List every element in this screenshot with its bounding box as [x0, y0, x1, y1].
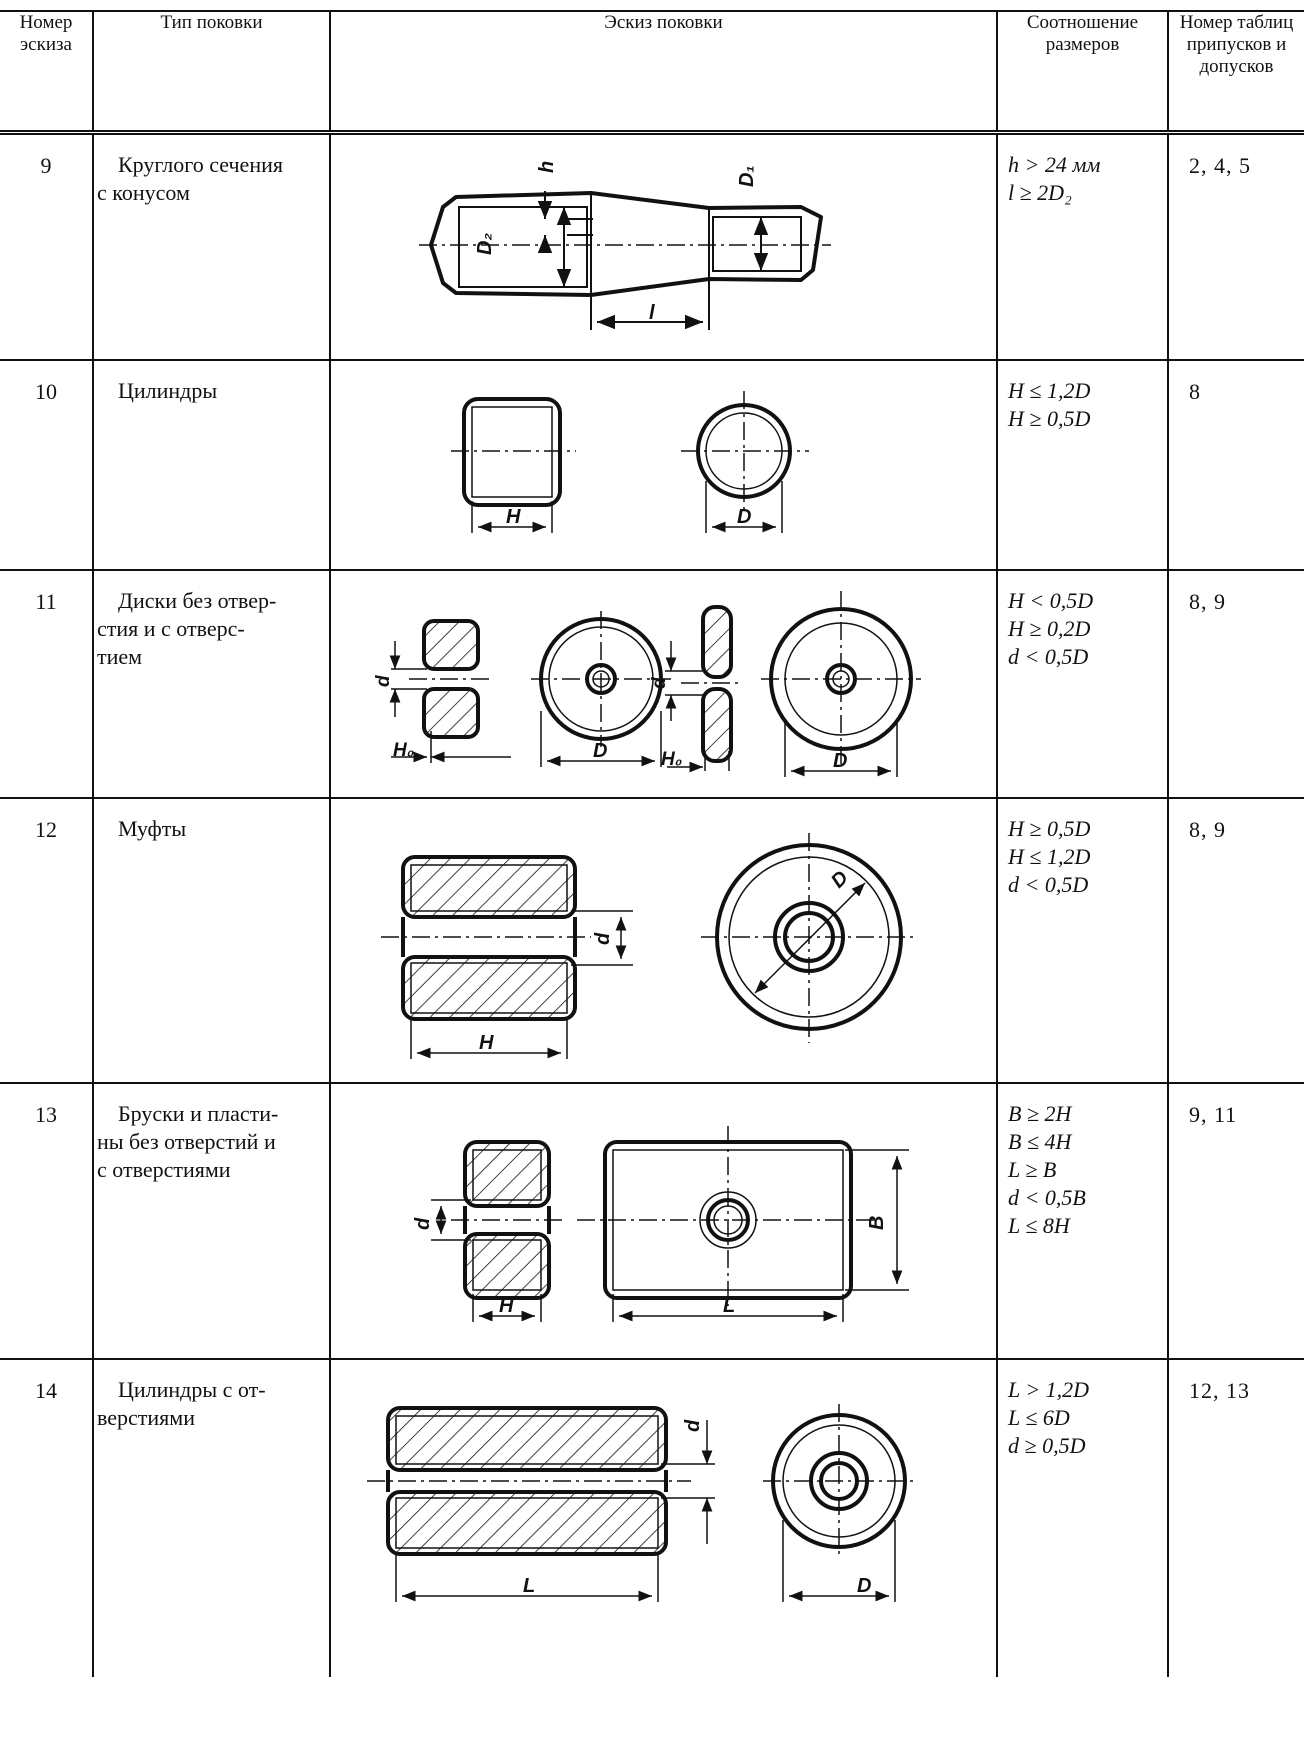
label-L: L — [723, 1295, 735, 1317]
type-line: стия и с отверс- — [97, 616, 245, 641]
table-row: 14 Цилиндры с от- верстиями — [0, 1359, 1304, 1677]
label-h: h — [536, 161, 558, 173]
forging-type: Круглого сечения с конусом — [92, 132, 330, 360]
type-line: с отверстиями — [97, 1157, 231, 1182]
size-ratio: L > 1,2D L ≤ 6D d ≥ 0,5D — [996, 1359, 1168, 1677]
header-table-numbers: Номер таблиц припусков и допусков — [1167, 10, 1304, 135]
size-ratio: h > 24 мм l ≥ 2D₂ — [996, 132, 1168, 360]
label-B: B — [866, 1216, 888, 1230]
row-number: 13 — [35, 1102, 57, 1127]
label-d: d — [592, 932, 614, 945]
header-sketch: Эскиз поковки — [329, 10, 997, 135]
forging-type: Цилиндры — [92, 360, 330, 570]
row-number: 14 — [35, 1378, 57, 1403]
forging-type: Муфты — [92, 798, 330, 1083]
row-number: 9 — [40, 153, 52, 178]
label-L: L — [523, 1575, 535, 1597]
label-H: H — [499, 1295, 514, 1317]
type-line: ны без отверстий и — [97, 1129, 276, 1154]
table-numbers: 2, 4, 5 — [1167, 132, 1304, 360]
table-numbers: 12, 13 — [1167, 1359, 1304, 1677]
label-D: D — [857, 1575, 871, 1597]
size-ratio: H < 0,5D H ≥ 0,2D d < 0,5D — [996, 570, 1168, 798]
type-line: Муфты — [118, 816, 187, 841]
header-forging-type: Тип поковки — [92, 10, 330, 135]
label-H: H — [506, 506, 521, 528]
size-ratio: B ≥ 2H B ≤ 4H L ≥ B d < 0,5B L ≤ 8H — [996, 1083, 1168, 1359]
sketch-bars-plates: d H B L — [412, 1126, 909, 1322]
label-d1: D₁ — [736, 166, 758, 187]
table-numbers: 8 — [1167, 360, 1304, 570]
table-row: 13 Бруски и пласти- ны без отверстий и с… — [0, 1083, 1304, 1359]
label-d: d — [682, 1419, 704, 1432]
label-H0: H₀ — [393, 740, 414, 761]
table-row: 10 Цилиндры — [0, 360, 1304, 570]
type-line: верстиями — [97, 1405, 195, 1430]
table-numbers: 8, 9 — [1167, 570, 1304, 798]
row-number: 12 — [35, 817, 57, 842]
type-line: с конусом — [97, 180, 190, 205]
size-ratio: H ≤ 1,2D H ≥ 0,5D — [996, 360, 1168, 570]
table-header-row: Номер эскиза Тип поковки Эскиз поковки С… — [0, 10, 1304, 135]
sketch-cell: h D₂ D₁ l — [329, 132, 997, 360]
header-size-ratio: Соотношение размеров — [996, 10, 1168, 135]
table-row: 12 Муфты — [0, 798, 1304, 1083]
table-numbers: 8, 9 — [1167, 798, 1304, 1083]
label-H: H — [479, 1032, 494, 1054]
type-line: Бруски и пласти- — [118, 1101, 279, 1126]
forgings-table: Номер эскиза Тип поковки Эскиз поковки С… — [0, 10, 1304, 1677]
sketch-cylinder: H D — [451, 391, 809, 533]
sketch-cell: d L D — [329, 1359, 997, 1677]
label-d: d — [373, 675, 394, 687]
table-numbers: 9, 11 — [1167, 1083, 1304, 1359]
forging-type: Бруски и пласти- ны без отверстий и с от… — [92, 1083, 330, 1359]
type-line: Цилиндры — [118, 378, 218, 403]
forging-type: Цилиндры с от- верстиями — [92, 1359, 330, 1677]
type-line: Цилиндры с от- — [118, 1377, 266, 1402]
label-d: d — [412, 1217, 434, 1230]
label-H0: H₀ — [661, 749, 682, 770]
header-sketch-number: Номер эскиза — [0, 10, 93, 135]
table-row: 9 Круглого сечения с конусом — [0, 132, 1304, 360]
size-ratio: H ≥ 0,5D H ≤ 1,2D d < 0,5D — [996, 798, 1168, 1083]
label-D: D — [827, 867, 853, 893]
label-D: D — [593, 740, 607, 762]
row-number: 10 — [35, 379, 57, 404]
sketch-cell: d H D — [329, 798, 997, 1083]
label-D: D — [737, 506, 751, 528]
sketch-cell: d H B L — [329, 1083, 997, 1359]
type-line: тием — [97, 644, 143, 669]
label-d2: D₂ — [474, 233, 496, 255]
label-D: D — [833, 750, 847, 772]
sketch-cell: H₀ d D — [329, 570, 997, 798]
sketch-conical-round: h D₂ D₁ l — [419, 161, 831, 330]
sketch-coupling: d H D — [381, 833, 917, 1059]
type-line: Диски без отвер- — [118, 588, 277, 613]
row-number: 11 — [35, 589, 57, 614]
label-l: l — [649, 302, 655, 324]
type-line: Круглого сечения — [118, 152, 283, 177]
table-row: 11 Диски без отвер- стия и с отверс- тие… — [0, 570, 1304, 798]
forging-type: Диски без отвер- стия и с отверс- тием — [92, 570, 330, 798]
sketch-discs: H₀ d D — [373, 591, 921, 777]
sketch-hollow-cylinders: d L D — [367, 1404, 915, 1602]
label-d: d — [649, 677, 670, 689]
sketch-cell: H D — [329, 360, 997, 570]
